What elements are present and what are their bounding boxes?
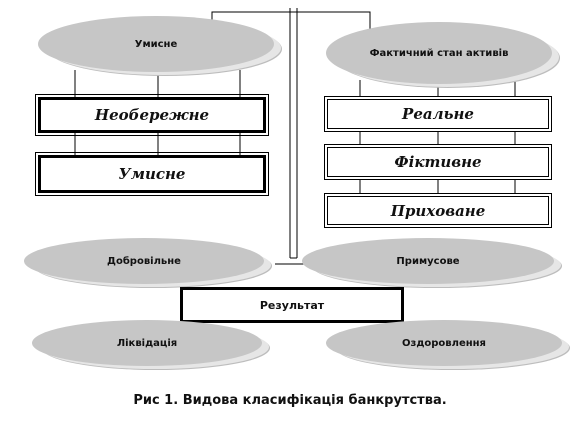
node-actual-asset-state: Фактичний стан активів — [326, 22, 552, 84]
node-real: Реальне — [324, 96, 552, 132]
node-fictitious: Фіктивне — [324, 144, 552, 180]
node-intentional: Умисне — [35, 152, 269, 196]
node-forced: Примусове — [302, 238, 554, 284]
node-recovery: Оздоровлення — [326, 320, 562, 366]
figure-caption: Рис 1. Видова класифікація банкрутства. — [133, 393, 447, 408]
node-hidden: Приховане — [324, 193, 552, 228]
node-intentional-top: Умисне — [38, 16, 274, 72]
node-result: Результат — [180, 287, 404, 323]
node-liquidation: Ліквідація — [32, 320, 262, 366]
node-careless: Необережне — [35, 94, 269, 136]
node-voluntary: Добровільне — [24, 238, 264, 284]
